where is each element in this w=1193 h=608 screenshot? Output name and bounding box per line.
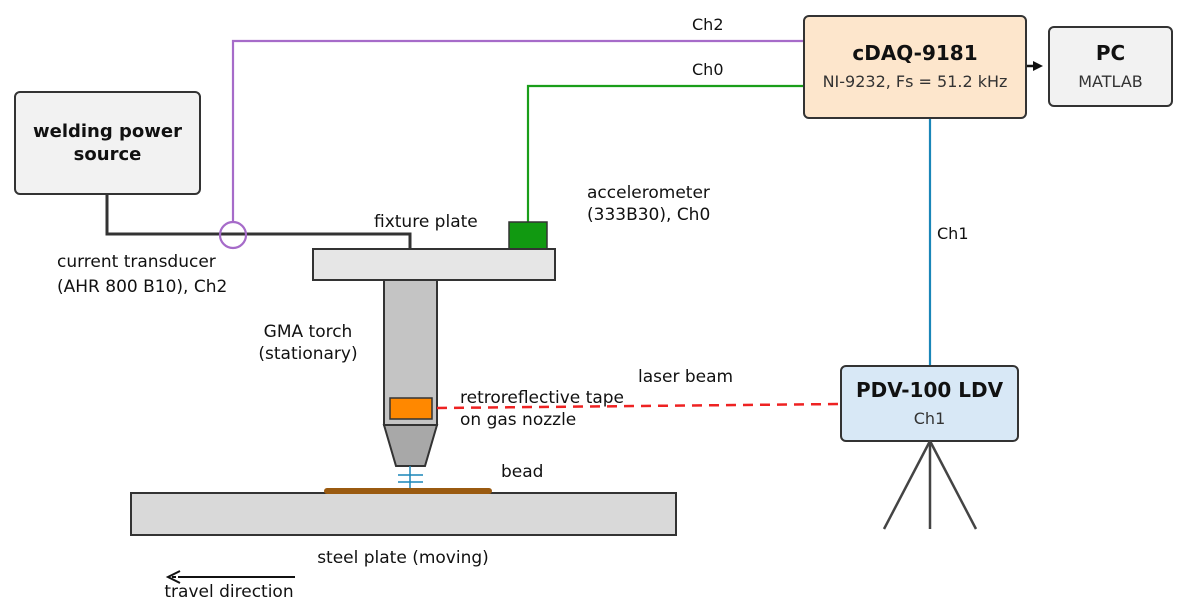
current-transducer-label-line1: current transducer <box>57 252 216 272</box>
retroreflective-tape-label-line2: on gas nozzle <box>460 410 576 430</box>
gma-torch-label-line2: (stationary) <box>258 344 357 364</box>
fixture-plate-label: fixture plate <box>374 212 478 232</box>
current-transducer-ring <box>218 220 248 250</box>
retroreflective-tape-label-line1: retroreflective tape <box>460 388 624 408</box>
fixture-plate <box>312 248 556 281</box>
travel-direction-label: travel direction <box>164 582 293 602</box>
ch1-wire-label: Ch1 <box>937 224 969 243</box>
ch2-wire-label: Ch2 <box>692 15 724 34</box>
daq-title: cDAQ-9181 <box>852 41 977 65</box>
pc-title: PC <box>1096 41 1125 65</box>
ldv-title: PDV-100 LDV <box>856 378 1004 402</box>
pc-box <box>1048 26 1173 107</box>
accelerometer-label-line1: accelerometer <box>587 183 710 203</box>
daq-subtitle: NI-9232, Fs = 51.2 kHz <box>823 72 1008 91</box>
power-cable <box>105 194 412 249</box>
accelerometer-label-line2: (333B30), Ch0 <box>587 205 710 225</box>
power-source-box <box>14 91 201 195</box>
steel-plate-label: steel plate (moving) <box>317 548 489 568</box>
ch0-wire-label: Ch0 <box>692 60 724 79</box>
pc-subtitle: MATLAB <box>1078 72 1142 91</box>
ldv-subtitle: Ch1 <box>914 409 946 428</box>
accelerometer-block <box>508 221 548 250</box>
retroreflective-tape <box>389 397 433 420</box>
steel-plate <box>130 492 677 536</box>
ch2-wire <box>231 39 804 222</box>
travel-arrow-chevron-icon <box>165 570 181 584</box>
gas-nozzle <box>382 424 439 467</box>
welding-wire-icon <box>398 466 423 491</box>
power-source-label-line2: source <box>74 144 142 165</box>
gma-torch-label-line1: GMA torch <box>264 322 353 342</box>
laser-beam-label: laser beam <box>638 367 733 387</box>
daq-box <box>803 15 1027 119</box>
arrow-head-icon <box>1033 61 1043 71</box>
current-transducer-label-line2: (AHR 800 B10), Ch2 <box>57 277 227 297</box>
ch0-wire <box>526 84 804 222</box>
power-source-label-line1: welding power <box>33 121 182 142</box>
bead-label: bead <box>501 462 543 482</box>
tripod-icon <box>882 440 978 530</box>
